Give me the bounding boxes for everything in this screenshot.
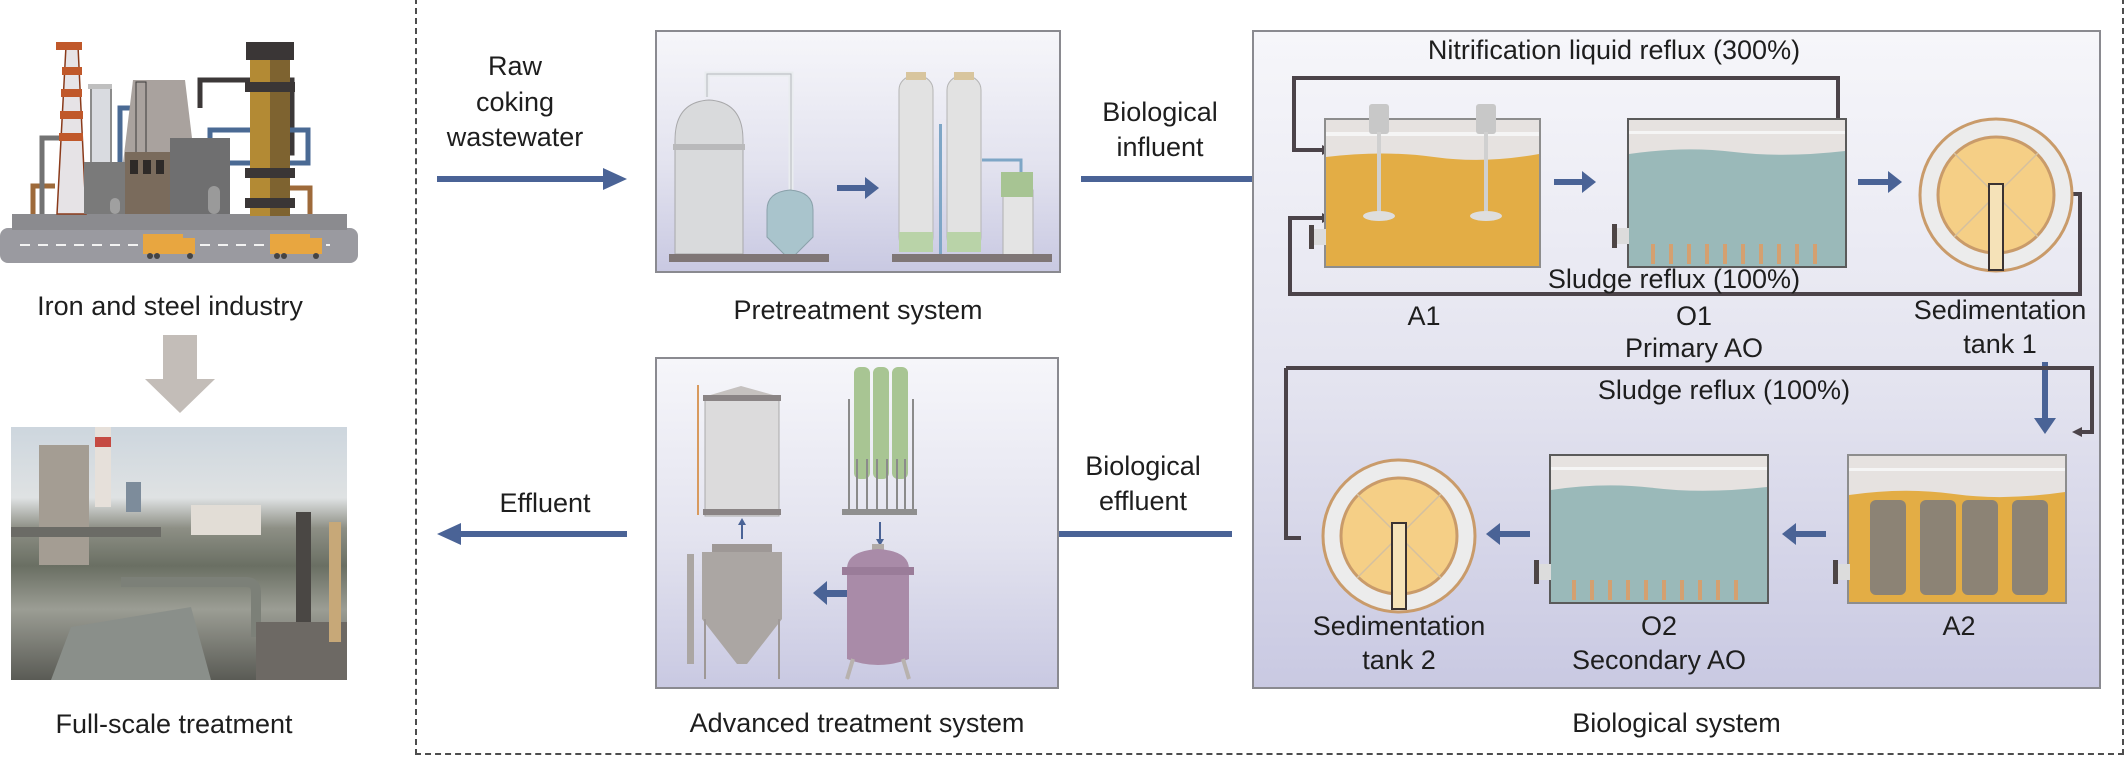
sed-tank-1-line-1: Sedimentation [1913,295,2087,325]
advanced-treatment-panel [655,357,1059,689]
truck-2 [270,234,322,259]
tank-o1-label: O1 [1675,301,1713,331]
raw-wastewater-line-1: Raw [487,51,542,81]
settling-vessel [766,189,814,261]
sludge-reflux-1-label: Sludge reflux (100%) [1547,264,1801,294]
tank-a2 [1833,454,2067,604]
truck-1 [143,234,195,259]
secondary-ao-label: Secondary AO [1571,645,1747,675]
industry-label: Iron and steel industry [37,291,303,321]
tank-a2-label: A2 [1942,611,1976,641]
green-filter-columns [842,367,917,515]
sed-tank-2-line-2: tank 2 [1362,645,1436,675]
tank-o2 [1534,454,1769,604]
nitrification-reflux-label: Nitrification liquid reflux (300%) [1427,35,1801,65]
tank-o2-label: O2 [1640,611,1678,641]
bio-effluent-line-1: Biological [1085,451,1201,481]
plant-base [12,214,347,230]
sludge-reflux-2-label: Sludge reflux (100%) [1597,375,1851,405]
raw-input-arrow [437,168,627,190]
full-scale-plant-photo [11,427,347,680]
biological-system-label: Biological system [1572,708,1781,738]
effluent-arrow [437,523,627,545]
raw-wastewater-line-3: wastewater [446,122,584,152]
primary-ao-label: Primary AO [1624,333,1764,363]
effluent-label: Effluent [499,488,591,518]
sedimentation-tank-2 [1321,458,1477,614]
conical-tank [687,544,782,679]
sludge-reflux-2-line [1284,366,2094,540]
pretreatment-panel [655,30,1061,273]
biological-panel: Nitrification liquid reflux (300%) Sludg… [1252,30,2101,689]
storage-tank [697,385,781,517]
sludge-reflux-1-line [1288,192,2082,296]
reactor-vessel [674,99,744,255]
bio-effluent-line-2: effluent [1098,486,1188,516]
advanced-treatment-label: Advanced treatment system [689,708,1025,738]
sedimentation-tank-1 [1918,117,2074,273]
tank-a1-label: A1 [1407,301,1441,331]
bio-influent-line-1: Biological [1102,97,1218,127]
stack [90,85,112,167]
bio-influent-line-2: influent [1116,132,1204,162]
sed-tank-1-line-2: tank 1 [1963,329,2037,359]
down-arrow-icon [145,335,215,413]
filter-unit [1002,189,1034,256]
sed-tank-2-line-1: Sedimentation [1312,611,1486,641]
pretreatment-label: Pretreatment system [733,295,983,325]
photo-label: Full-scale treatment [55,709,293,739]
raw-wastewater-line-2: coking [475,87,555,117]
purple-reactor [842,544,914,680]
column-2 [946,75,982,252]
process-frame [415,0,2124,755]
steel-plant-illustration [0,42,358,263]
column-1 [898,75,934,252]
tank-o1 [1612,118,1847,268]
tank-a1 [1309,104,1541,268]
